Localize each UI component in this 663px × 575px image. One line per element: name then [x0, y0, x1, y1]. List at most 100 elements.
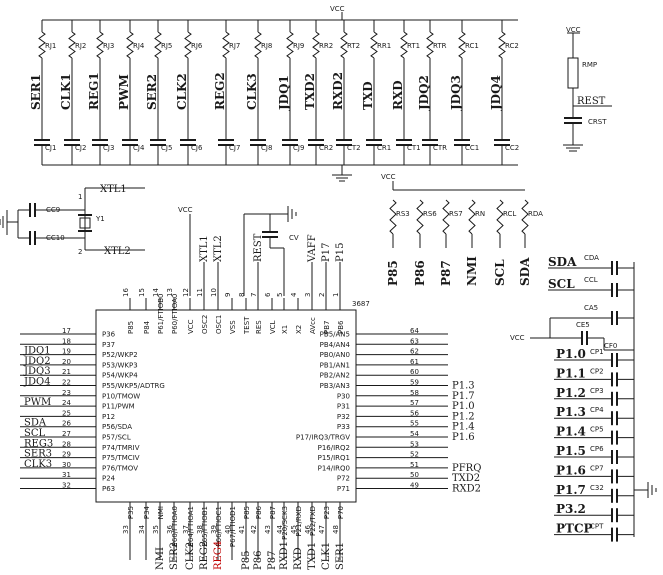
right-list-cap-label: CPT	[590, 523, 604, 531]
top-signal-label: TXD2	[303, 73, 317, 110]
top-resistor	[400, 31, 408, 59]
chip-bottom-pin-name: P66/FTIOC1	[215, 506, 223, 547]
chip-right-pin-name: PB5/AN5	[320, 331, 350, 339]
chip-bottom-pin-num: 38	[196, 525, 204, 534]
chip-left-pin-num: 30	[62, 461, 71, 469]
top-signal-label: JDQ3	[449, 75, 463, 111]
mid-signal-label: SDA	[518, 257, 532, 286]
top-cap-label: CJ9	[293, 144, 304, 152]
chip-right-pin-num: 49	[410, 482, 419, 490]
chip-right-pin-name: P30	[337, 392, 350, 400]
chip-bottom-pin-num: 35	[152, 525, 160, 534]
chip-bottom-pin-num: 39	[210, 525, 218, 534]
chip-top-net-label: P17	[321, 243, 332, 262]
chip-right-pin-name: P14/IRQ0	[318, 464, 350, 472]
chip-bottom-pin-num: 37	[182, 525, 190, 534]
chip-left-net: JDQ1	[23, 346, 51, 357]
chip-left-pin-num: 31	[62, 471, 71, 479]
crystal-pin2: 2	[78, 248, 82, 256]
right-list-net-label: P1.1	[556, 366, 586, 380]
chip-top-pin-name: X1	[281, 325, 289, 334]
top-signal-label: REG2	[213, 72, 227, 110]
mid-resistor-label: RN	[475, 210, 485, 218]
top-signal-label: PWM	[117, 74, 131, 110]
top-resistor-label: RC1	[465, 42, 479, 50]
chip-bottom-pin-num: 43	[264, 525, 272, 534]
chip-left-pin-num: 17	[62, 327, 71, 335]
chip-top-pin-name: OSC2	[201, 315, 209, 334]
vcc-label-right: VCC	[510, 334, 525, 342]
chip-bottom-net: REG2	[199, 541, 210, 570]
top-resistor-label: RJ5	[161, 42, 172, 50]
chip-right-pin-name: P33	[337, 423, 350, 431]
chip-top-pin-name: P60/FTIOA0	[171, 294, 179, 334]
chip-right-pin-num: 61	[410, 358, 419, 366]
top-cap-label: CR1	[377, 144, 391, 152]
reset-cap-label: CRST	[588, 118, 607, 126]
chip-top-pin-num: 11	[196, 288, 204, 297]
chip-left-net: SER3	[24, 449, 52, 460]
mid-resistor	[521, 199, 529, 235]
chip-left-pin-num: 26	[62, 420, 71, 428]
mid-resistor	[496, 199, 504, 235]
chip-right-net: P1.7	[452, 391, 475, 402]
chip-bottom-pin-num: 36	[166, 525, 174, 534]
chip-top-pin-num: 13	[166, 288, 174, 297]
chip-left-pin-name: P37	[102, 341, 115, 349]
chip-left-pin-name: P55/WKP5/ADTRG	[102, 382, 165, 390]
top-resistor-label: RJ2	[75, 42, 86, 50]
chip-right-pin-num: 52	[410, 451, 419, 459]
top-resistor	[498, 31, 506, 59]
top-cap-label: CJ7	[229, 144, 240, 152]
mid-resistor-label: RS3	[396, 210, 410, 218]
top-cap-label: CJ3	[103, 144, 114, 152]
chip-left-pin-num: 22	[62, 379, 71, 387]
right-list-net-label: P1.0	[556, 347, 586, 361]
xtl2-label: XTL2	[104, 246, 131, 257]
chip-top-wiring: VCC CV 3687 16P8515P8414P61/FTIOB013P60/…	[20, 206, 481, 570]
chip-right-pin-name: PB4/AN4	[320, 341, 351, 349]
mid-resistor	[468, 199, 476, 235]
chip-right-pin-name: P15/IRQ1	[318, 454, 350, 462]
top-signal-label: SER1	[29, 74, 43, 110]
top-resistor	[312, 31, 320, 59]
top-resistor-label: RJ1	[45, 42, 56, 50]
chip-left-net: REG3	[24, 438, 53, 449]
chip-bottom-pin-name: P20/SCK3	[281, 506, 289, 540]
crystal-name: Y1	[95, 215, 105, 223]
chip-bottom-pin-name: P64/FTIOA1	[187, 506, 195, 546]
mid-signal-label: P85	[386, 260, 400, 286]
right-list-cap-label: CP4	[590, 406, 604, 414]
top-resistor-label: RJ3	[103, 42, 114, 50]
reset-resistor-label: RMP	[582, 61, 597, 69]
chip-left-pin-name: P76/TMOV	[102, 464, 138, 472]
chip-bottom-pin-name: P60/FTIOA0	[171, 506, 179, 546]
mid-signal-label: P86	[413, 260, 427, 286]
chip-right-pin-name: P17/IRQ3/TRGV	[296, 434, 350, 442]
mid-resistor	[442, 199, 450, 235]
chip-top-net-label: REST	[253, 233, 264, 262]
chip-right-pin-name: PB3/AN3	[320, 382, 350, 390]
right-list-net-label: P1.6	[556, 463, 586, 477]
ce5-label: CE5	[576, 321, 590, 329]
chip-right-net: P1.2	[452, 411, 475, 422]
right-list-cap-label: CP6	[590, 445, 604, 453]
chip-left-pin-num: 25	[62, 409, 71, 417]
top-cap-label: CJ6	[191, 144, 203, 152]
reset-circuit: VCC RMP REST CRST	[563, 26, 612, 152]
chip-right-pin-num: 60	[410, 368, 419, 376]
right-top-cap-label: CA5	[584, 304, 598, 312]
chip-bottom-net: P87	[267, 551, 278, 570]
chip-left-pin-num: 29	[62, 451, 71, 459]
top-resistor-label: RJ9	[293, 42, 304, 50]
chip-bottom-pin-num: 48	[332, 525, 340, 534]
top-resistor	[458, 31, 466, 59]
xtl1-label: XTL1	[100, 184, 127, 195]
right-list-net-label: P1.7	[556, 483, 586, 497]
chip-top-pin-name: X2	[295, 325, 303, 334]
mid-signal-label: SCL	[493, 259, 507, 286]
chip-left-pin-num: 28	[62, 440, 71, 448]
chip-top-pin-name: AVcc	[309, 317, 317, 334]
chip-top-pin-name: OSC1	[215, 315, 223, 334]
